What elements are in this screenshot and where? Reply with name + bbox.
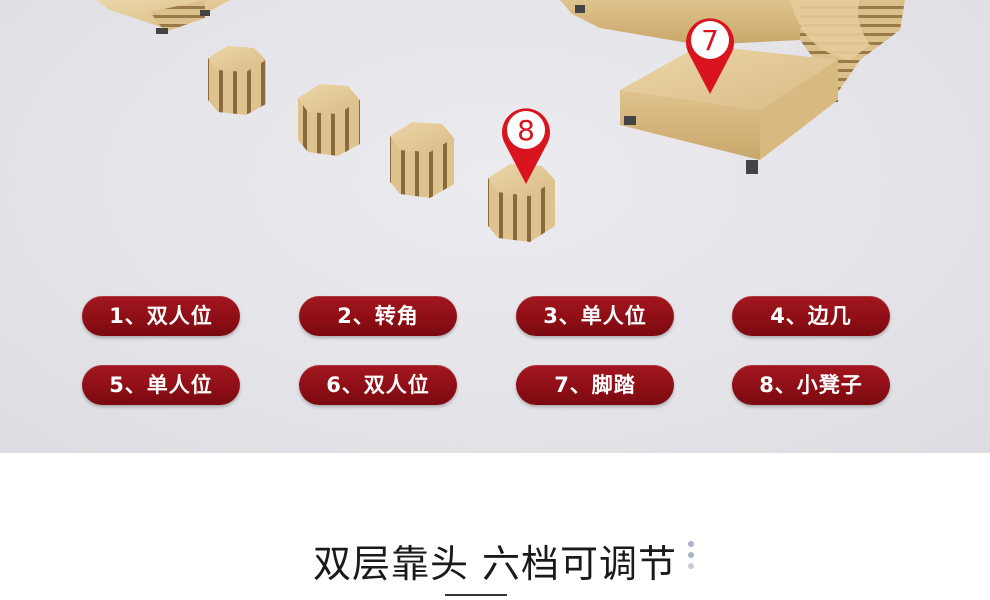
- marker-7-number: 7: [701, 24, 719, 57]
- label-small-stool: 8、小凳子: [732, 365, 890, 405]
- component-legend: 1、双人位 2、转角 3、单人位 4、边几 5、单人位 6、双人位 7、脚踏 8…: [82, 296, 890, 405]
- marker-8-number: 8: [517, 114, 535, 147]
- label-footstool: 7、脚踏: [516, 365, 674, 405]
- label-single-seat-5: 5、单人位: [82, 365, 240, 405]
- stool-3: [390, 122, 454, 198]
- furniture-illustration: 7 8: [95, 0, 905, 242]
- marker-7-pin-icon: 7: [686, 18, 735, 94]
- label-side-table: 4、边几: [732, 296, 890, 336]
- stool-2: [298, 84, 360, 156]
- label-corner: 2、转角: [299, 296, 457, 336]
- product-photo: 7 8 1、双人位 2、转角 3、单人位 4、边几 5、单人位 6、双人位 7、…: [0, 0, 990, 453]
- sofa-piece-top-left: [95, 0, 230, 34]
- label-double-seat-6: 6、双人位: [299, 365, 457, 405]
- heading-underline: [445, 594, 507, 596]
- stool-1: [208, 46, 266, 115]
- ellipsis-dots-icon: [687, 541, 695, 575]
- footstool: [620, 45, 838, 174]
- stool-4: [488, 164, 555, 242]
- label-single-seat-3: 3、单人位: [516, 296, 674, 336]
- section-heading-text: 双层靠头 六档可调节: [312, 542, 678, 586]
- label-double-seat-1: 1、双人位: [82, 296, 240, 336]
- marker-8-pin-icon: 8: [501, 108, 550, 184]
- section-heading: 双层靠头 六档可调节: [0, 533, 990, 588]
